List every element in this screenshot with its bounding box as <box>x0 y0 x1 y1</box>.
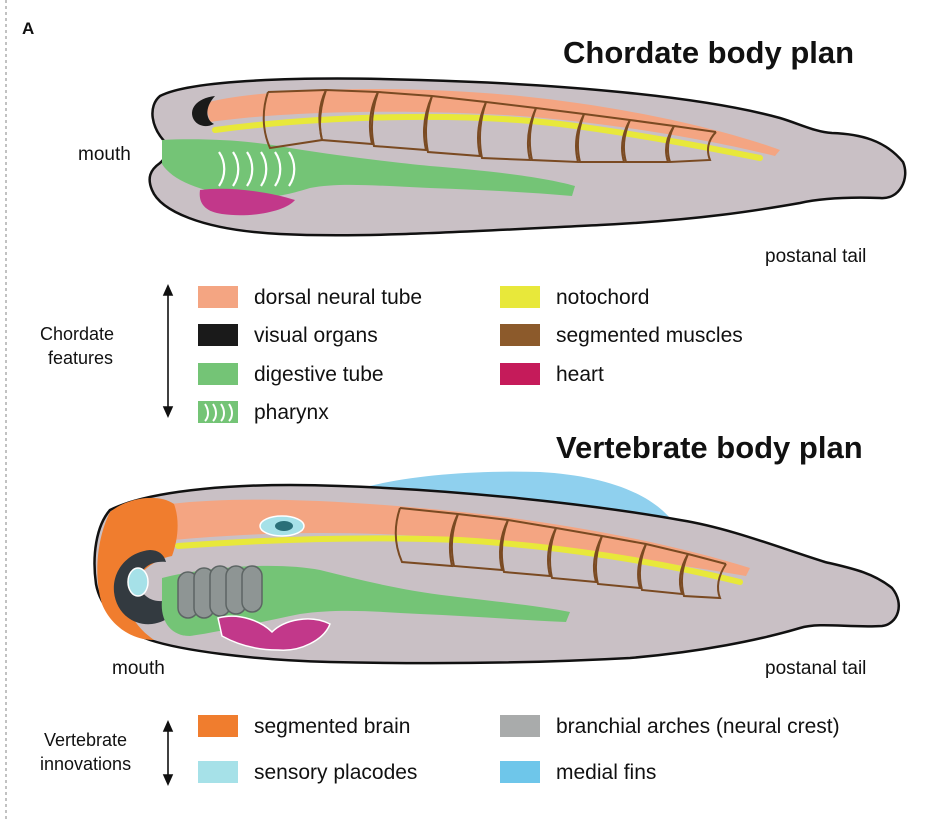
vertebrate-legend-label: sensory placodes <box>254 761 417 784</box>
chordate-legend-item: heart <box>500 363 604 386</box>
vertebrate-otic-placode-core <box>275 521 293 531</box>
vertebrate-legend-item: segmented brain <box>198 715 410 738</box>
chordate-legend-swatch <box>500 363 540 385</box>
vertebrate-legend-item: medial fins <box>500 761 656 784</box>
chordate-mouth-label: mouth <box>78 144 131 165</box>
chordate-legend-label: pharynx <box>254 401 329 424</box>
chordate-legend-label: dorsal neural tube <box>254 286 422 309</box>
chordate-legend-item: dorsal neural tube <box>198 286 422 309</box>
chordate-tail-label: postanal tail <box>765 246 866 267</box>
vertebrate-legend-swatch <box>500 761 540 783</box>
panel-label: A <box>22 19 34 38</box>
vertebrate-branchial-arches <box>178 566 262 618</box>
vertebrate-mouth-label: mouth <box>112 658 165 679</box>
vertebrate-legend-swatch <box>198 715 238 737</box>
chordate-title: Chordate body plan <box>563 35 854 70</box>
chordate-side-label-2: features <box>48 348 113 368</box>
vertebrate-side-label-2: innovations <box>40 754 131 774</box>
chordate-legend: dorsal neural tube visual organs digestive… <box>198 286 743 424</box>
vertebrate-body-diagram <box>95 472 899 664</box>
vertebrate-eye-placode <box>128 568 148 596</box>
chordate-legend-item: visual organs <box>198 324 378 347</box>
vertebrate-tail-label: postanal tail <box>765 658 866 679</box>
chordate-legend-label: notochord <box>556 286 649 309</box>
vertebrate-legend-swatch <box>198 761 238 783</box>
chordate-legend-label: segmented muscles <box>556 324 743 347</box>
vertebrate-legend: segmented brain sensory placodes branchial… <box>198 715 840 784</box>
chordate-legend-swatch <box>500 324 540 346</box>
vertebrate-title: Vertebrate body plan <box>556 430 863 465</box>
chordate-legend-swatch <box>500 286 540 308</box>
chordate-legend-item: notochord <box>500 286 649 309</box>
chordate-legend-swatch <box>198 286 238 308</box>
chordate-legend-label: digestive tube <box>254 363 384 386</box>
chordate-legend-swatch <box>198 363 238 385</box>
chordate-legend-arrow <box>164 286 172 416</box>
vertebrate-legend-item: sensory placodes <box>198 761 417 784</box>
chordate-legend-item: segmented muscles <box>500 324 743 347</box>
vertebrate-legend-label: medial fins <box>556 761 656 784</box>
vertebrate-legend-label: segmented brain <box>254 715 410 738</box>
chordate-legend-swatch <box>198 324 238 346</box>
vertebrate-legend-item: branchial arches (neural crest) <box>500 715 840 738</box>
chordate-legend-label: visual organs <box>254 324 378 347</box>
chordate-legend-item: digestive tube <box>198 363 384 386</box>
chordate-legend-label: heart <box>556 363 604 386</box>
vertebrate-legend-label: branchial arches (neural crest) <box>556 715 840 738</box>
vertebrate-legend-swatch <box>500 715 540 737</box>
chordate-body-diagram <box>150 79 906 236</box>
chordate-legend-item: pharynx <box>198 401 329 424</box>
chordate-side-label-1: Chordate <box>40 324 114 344</box>
vertebrate-legend-arrow <box>164 722 172 784</box>
vertebrate-side-label-1: Vertebrate <box>44 730 127 750</box>
